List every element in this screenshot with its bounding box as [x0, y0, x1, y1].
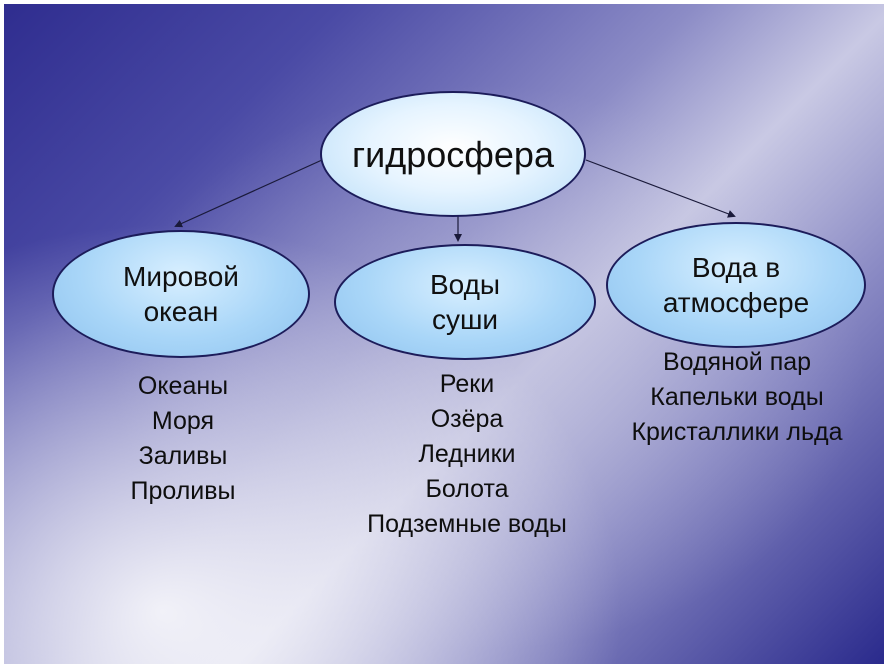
branch-node-atmosphere-water: Вода в атмосфере — [606, 222, 866, 348]
branch-label: Вода в атмосфере — [662, 252, 810, 318]
list-item: Ледники — [418, 440, 516, 468]
list-item: Водяной пар — [662, 348, 812, 376]
list-item: Заливы — [138, 442, 228, 470]
root-node: гидросфера — [320, 91, 586, 217]
list-item: Подземные воды — [367, 510, 567, 538]
branch-node-land-waters: Воды суши — [334, 244, 596, 360]
branch-node-world-ocean: Мировой океан — [52, 230, 310, 358]
list-item: Болота — [425, 475, 509, 503]
branch-2-items: Реки Озёра Ледники Болота Подземные воды — [342, 367, 592, 542]
branch-label: Воды суши — [429, 269, 501, 335]
branch-3-items: Водяной пар Капельки воды Кристаллики ль… — [608, 345, 866, 450]
list-item: Капельки воды — [650, 383, 824, 411]
list-item: Океаны — [137, 372, 229, 400]
branch-1-items: Океаны Моря Заливы Проливы — [88, 369, 278, 509]
arrow-to-branch-3 — [585, 159, 736, 218]
root-label: гидросфера — [352, 133, 554, 175]
list-item: Моря — [151, 407, 215, 435]
list-item: Кристаллики льда — [631, 418, 843, 446]
slide-background: гидросфера Мировой океан Воды суши Вода … — [4, 4, 884, 664]
branch-label: Мировой океан — [123, 261, 239, 327]
arrow-to-branch-1 — [174, 159, 323, 228]
list-item: Реки — [439, 370, 495, 398]
list-item: Проливы — [130, 477, 236, 505]
list-item: Озёра — [430, 405, 504, 433]
